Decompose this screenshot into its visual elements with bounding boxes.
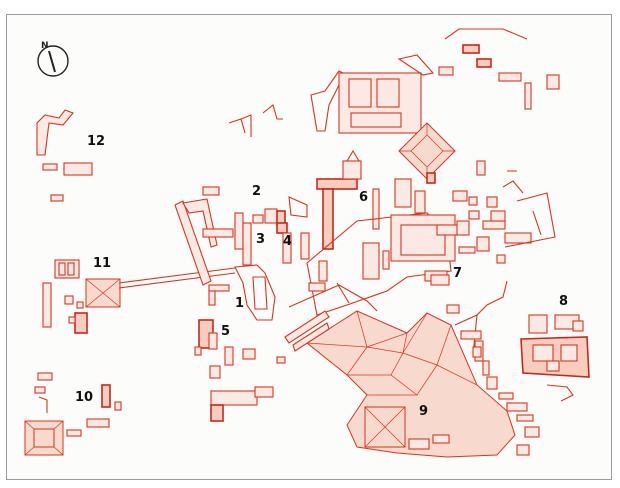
site-labels: 1 2 3 4 5 6 7 8 9 10 11 12 (75, 134, 568, 419)
label-9: 9 (419, 404, 428, 419)
label-10: 10 (75, 390, 93, 405)
structure-group-east (454, 280, 574, 456)
label-5: 5 (221, 324, 230, 339)
label-6: 6 (359, 190, 368, 205)
label-7: 7 (453, 266, 462, 281)
structure-group-6 (316, 149, 486, 250)
structure-group-9 (306, 304, 516, 458)
compass-letter: N (41, 41, 49, 51)
central-plaza (288, 212, 490, 316)
structure-group-5 (194, 319, 286, 422)
label-11: 11 (93, 256, 111, 271)
label-4: 4 (283, 234, 292, 249)
label-2: 2 (252, 184, 261, 199)
label-8: 8 (559, 294, 568, 309)
site-map: N (6, 14, 612, 480)
structure-group-2-3-4 (174, 186, 310, 286)
label-12: 12 (87, 134, 105, 149)
structure-group-southwest (284, 310, 330, 352)
structure-group-11 (42, 259, 236, 334)
north-arrow-icon: N (37, 41, 69, 77)
structure-group-12 (36, 109, 93, 202)
site-plan-drawing: N (24, 28, 590, 458)
label-3: 3 (256, 232, 265, 247)
structure-group-7 (430, 170, 556, 286)
structure-group-8 (520, 314, 590, 378)
structure-group-10 (24, 372, 122, 456)
label-1: 1 (235, 296, 244, 311)
structure-group-north (228, 28, 560, 137)
structure-group-1 (208, 264, 276, 321)
